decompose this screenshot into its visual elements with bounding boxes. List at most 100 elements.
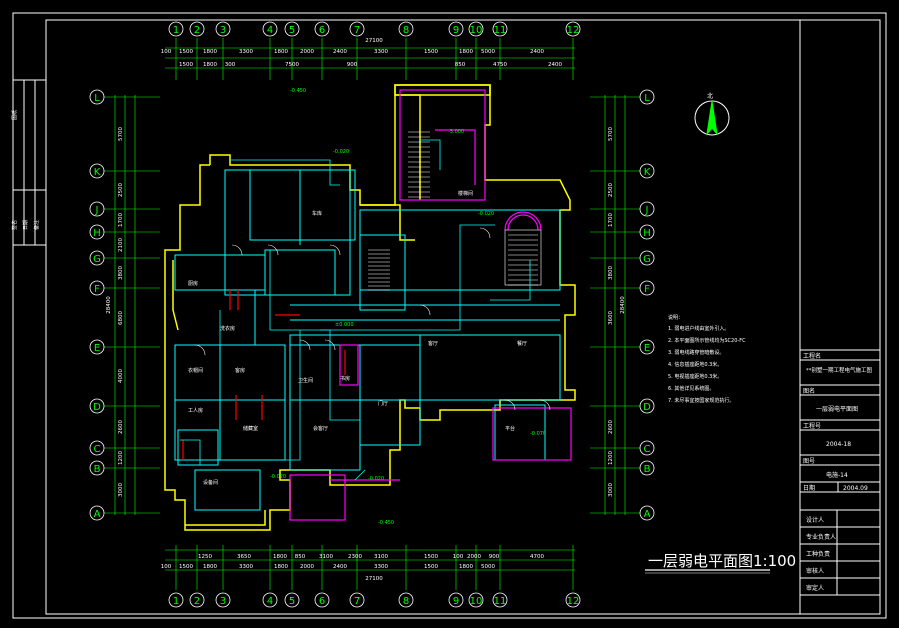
grid-row-label: C (94, 444, 101, 455)
dimension-total: 28400 (106, 296, 112, 314)
level-mark: -0.020 (368, 476, 384, 482)
grid-column-label: 4 (267, 596, 273, 607)
grid-column-bubble (168, 592, 184, 608)
signature-label: 设计人 (806, 516, 824, 524)
note-item: 1. 弱电进户线由室外引入。 (668, 325, 729, 332)
door-swings (194, 227, 551, 411)
dimension-label: 2400 (333, 49, 347, 55)
left-strip-label: 图纸 (11, 110, 18, 120)
level-mark: -0.020 (270, 474, 286, 480)
grid-column-bubble (262, 592, 278, 608)
grid-row-bubble (639, 505, 655, 521)
dimension-label: 2600 (118, 420, 124, 434)
door-swing (299, 339, 311, 351)
dimension-label: 7500 (285, 62, 299, 68)
signature-label: 审核人 (806, 567, 824, 575)
dimension-label: 4700 (530, 554, 544, 560)
grid-row-bubble (639, 89, 655, 105)
grid-column-label: 7 (354, 25, 360, 36)
grid-row-bubble (89, 460, 105, 476)
dimension-label: 1800 (203, 49, 217, 55)
dimension-label: 2500 (118, 183, 124, 197)
grid-row-bubble (89, 505, 105, 521)
number-label: 工程号 (803, 422, 821, 430)
dimension-label: 2400 (530, 49, 544, 55)
dimension-label: 3300 (374, 564, 388, 570)
grid-row-label: J (95, 205, 99, 216)
grid-row-label: L (94, 93, 100, 104)
grid-row-bubble (89, 224, 105, 240)
grid-row-label: K (644, 167, 651, 178)
dimension-label: 3000 (608, 483, 614, 497)
red-marks (182, 290, 346, 460)
grid-column-bubble (349, 21, 365, 37)
signature-label: 审定人 (806, 584, 824, 592)
grid-column-label: 2 (194, 596, 200, 607)
room-label: 厨房 (188, 280, 198, 287)
dimension-label: 2400 (548, 62, 562, 68)
grid-column-label: 3 (220, 25, 226, 36)
dimension-label: 1800 (274, 564, 288, 570)
grid-row-label: D (93, 402, 101, 413)
grid-column-bubble (314, 21, 330, 37)
grid-row-bubble (639, 280, 655, 296)
left-strip-label: 签名 (11, 220, 18, 230)
dimension-label: 1500 (179, 49, 193, 55)
room-label: 客房 (235, 367, 245, 374)
grid-row-bubble (639, 339, 655, 355)
grid-row-label: D (643, 402, 651, 413)
dimension-label: 850 (295, 554, 306, 560)
project-name: **别墅一期工程电气施工图 (806, 366, 873, 374)
dimension-label: 1800 (203, 62, 217, 68)
grid-row-label: E (94, 343, 100, 354)
door-swing (479, 227, 491, 239)
plan-annotations: -0.450 -3.000 -0.020 -0.020 ±0.000 -0.07… (188, 88, 546, 526)
drawing-title: 一层弱电平面图1:100 (648, 552, 796, 570)
grid-column-bubble (284, 592, 300, 608)
dimension-label: 5700 (608, 127, 614, 141)
grid-row-label: G (93, 254, 101, 265)
left-strip-labels: 图纸 签名 日期 备注 (11, 110, 40, 230)
dimension-label: 4000 (118, 369, 124, 383)
grid-column-label: 12 (567, 25, 580, 36)
grid-column-bubble (565, 21, 581, 37)
grid-row-label: F (94, 284, 100, 295)
door-swing (267, 244, 279, 256)
room-label: 客厅 (428, 340, 438, 347)
room-label: 车库 (312, 210, 322, 217)
grid-column-label: 1 (173, 25, 179, 36)
grid-column-label: 1 (173, 596, 179, 607)
dimension-label: 1800 (203, 564, 217, 570)
left-strip-label: 备注 (33, 220, 40, 230)
grid-column-bubble (189, 21, 205, 37)
grid-column-label: 10 (470, 596, 483, 607)
grid-column-bubble (215, 592, 231, 608)
grid-row-label: J (645, 205, 649, 216)
dimension-label: 1700 (118, 213, 124, 227)
dimension-label: 2400 (333, 564, 347, 570)
drawing-label: 图名 (803, 387, 815, 395)
grid-row-bubble (89, 201, 105, 217)
door-swing (231, 244, 243, 256)
grid-column-label: 5 (289, 25, 295, 36)
date-label: 日期 (803, 484, 815, 492)
grid-row-bubble (639, 398, 655, 414)
wiring (180, 139, 531, 481)
dimension-label: 1500 (179, 564, 193, 570)
grid-column-label: 11 (494, 596, 507, 607)
dimension-label: 850 (455, 62, 466, 68)
grid-column-bubble (468, 592, 484, 608)
grid-column-label: 3 (220, 596, 226, 607)
dimension-total: 27100 (365, 576, 383, 582)
note-item: 2. 本平面图所示管线均为SC20-FC (668, 337, 746, 344)
door-swing (504, 399, 516, 411)
grid-column-bubble (215, 21, 231, 37)
level-mark: -0.020 (478, 211, 494, 217)
room-label: 会客厅 (313, 425, 328, 432)
drawing-title-group: 一层弱电平面图1:100 北 (645, 92, 796, 574)
grid-column-label: 6 (319, 596, 325, 607)
grid-column-label: 2 (194, 25, 200, 36)
dimension-label: 3800 (118, 266, 124, 280)
sheet-label: 图号 (803, 458, 815, 465)
